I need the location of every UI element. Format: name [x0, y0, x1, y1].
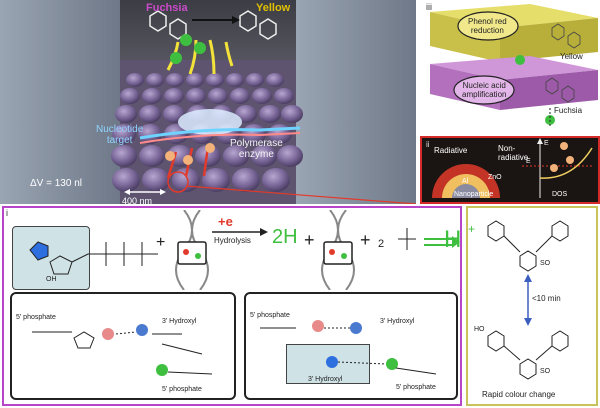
non-radiative-label: Non- radiative	[498, 144, 529, 162]
al-label: Al	[462, 178, 469, 185]
nucleotide-target-label: Nucleotide target	[96, 124, 144, 146]
green-arrow-icon	[424, 236, 460, 248]
panel-a-microwell-render: Fuchsia Yellow Nucleotide target Polymer…	[0, 0, 416, 204]
dntp-structure	[29, 241, 158, 275]
nanoparticle-label: Nanoparticle	[454, 191, 494, 198]
right-five-phosphate-top-label: 5' phosphate	[250, 312, 290, 319]
panel-i-reaction-scheme: i OH + +e Hydrolysis 2H + + 2	[2, 206, 462, 406]
hydrolysis-label: Hydrolysis	[214, 236, 251, 245]
dos-label: DOS	[552, 191, 568, 198]
five-phosphate-top-label: 5' phosphate	[16, 314, 56, 321]
microwell-beads	[111, 73, 303, 192]
zno-label: ZnO	[488, 174, 502, 181]
phenol-red-structures	[487, 220, 569, 380]
polymerase-enzyme-label: Polymerase enzyme	[230, 138, 283, 160]
left-mechanism-box: 5' phosphate 3' Hydroxyl 5' phosphate	[10, 292, 236, 400]
hydrolysis-arrow-icon	[212, 228, 268, 236]
yellow-state-label: Yellow	[560, 52, 583, 61]
volume-label: ΔV = 130 nl	[30, 178, 82, 189]
left-mechanism-structure	[32, 324, 213, 376]
nucleic-acid-amplification-label: Nucleic acid amplification	[462, 81, 507, 99]
rapid-colour-change-caption: Rapid colour change	[482, 390, 556, 399]
oh-label: OH	[46, 276, 57, 283]
layer-cubes-illustration	[430, 4, 598, 126]
panel-ii-nanoparticle: ii Radiative Non- radiative Al ZnO Nanop…	[420, 136, 600, 204]
pyrophosphate-structure	[398, 228, 416, 250]
coefficient-two: 2	[378, 238, 385, 250]
panel-iii-phenol-red: iii Phenol red reduction Nucleic acid am…	[420, 0, 600, 130]
ho-label: HO	[474, 326, 485, 333]
reaction-time-label: <10 min	[532, 294, 561, 303]
right-mechanism-box: 5' phosphate 3' Hydroxyl 3' Hydroxyl 5' …	[244, 292, 458, 400]
panel-i-label: i	[6, 208, 8, 218]
dna-helix-icon-2	[321, 210, 355, 290]
radiative-label: Radiative	[434, 146, 468, 155]
right-three-hydroxyl-top-label: 3' Hydroxyl	[380, 318, 415, 325]
plus-sign-2: +	[304, 230, 315, 250]
two-h-plus-label: 2H	[272, 226, 298, 248]
panel-colour-change: SO <10 min HO SO Rapid colour change	[466, 206, 598, 406]
dntp-highlight-box	[12, 226, 90, 290]
yellow-label: Yellow	[256, 2, 291, 14]
h-plus-charge: +	[468, 222, 476, 236]
panel-iii-label: iii	[426, 2, 432, 12]
nanoparticle-energy-diagram	[432, 138, 594, 198]
scale-bar-label: 400 nm	[122, 196, 153, 204]
right-three-hydroxyl-box-label: 3' Hydroxyl	[308, 376, 343, 383]
panel-ii-label: ii	[426, 140, 430, 149]
fermi-level-label: E	[526, 158, 531, 165]
fuchsia-label: Fuchsia	[146, 2, 188, 14]
electron-label: +e	[218, 214, 233, 229]
right-five-phosphate-bottom-label: 5' phosphate	[396, 384, 436, 391]
h-plus-product-label: H	[444, 226, 462, 253]
plus-sign-3: +	[360, 230, 371, 250]
three-hydroxyl-label: 3' Hydroxyl	[162, 318, 197, 325]
energy-axis-label: E	[544, 140, 549, 147]
fuchsia-state-label: Fuchsia	[554, 106, 583, 115]
microwell-illustration	[0, 0, 416, 204]
plus-sign-1: +	[156, 234, 166, 251]
phenol-red-reduction-label: Phenol red reduction	[468, 17, 507, 35]
five-phosphate-bottom-label: 5' phosphate	[162, 386, 202, 393]
so3-label-top: SO	[540, 260, 551, 267]
right-mechanism-structure	[260, 320, 437, 375]
so3-label-bottom: SO	[540, 368, 551, 375]
dna-helix-icon	[175, 210, 209, 290]
